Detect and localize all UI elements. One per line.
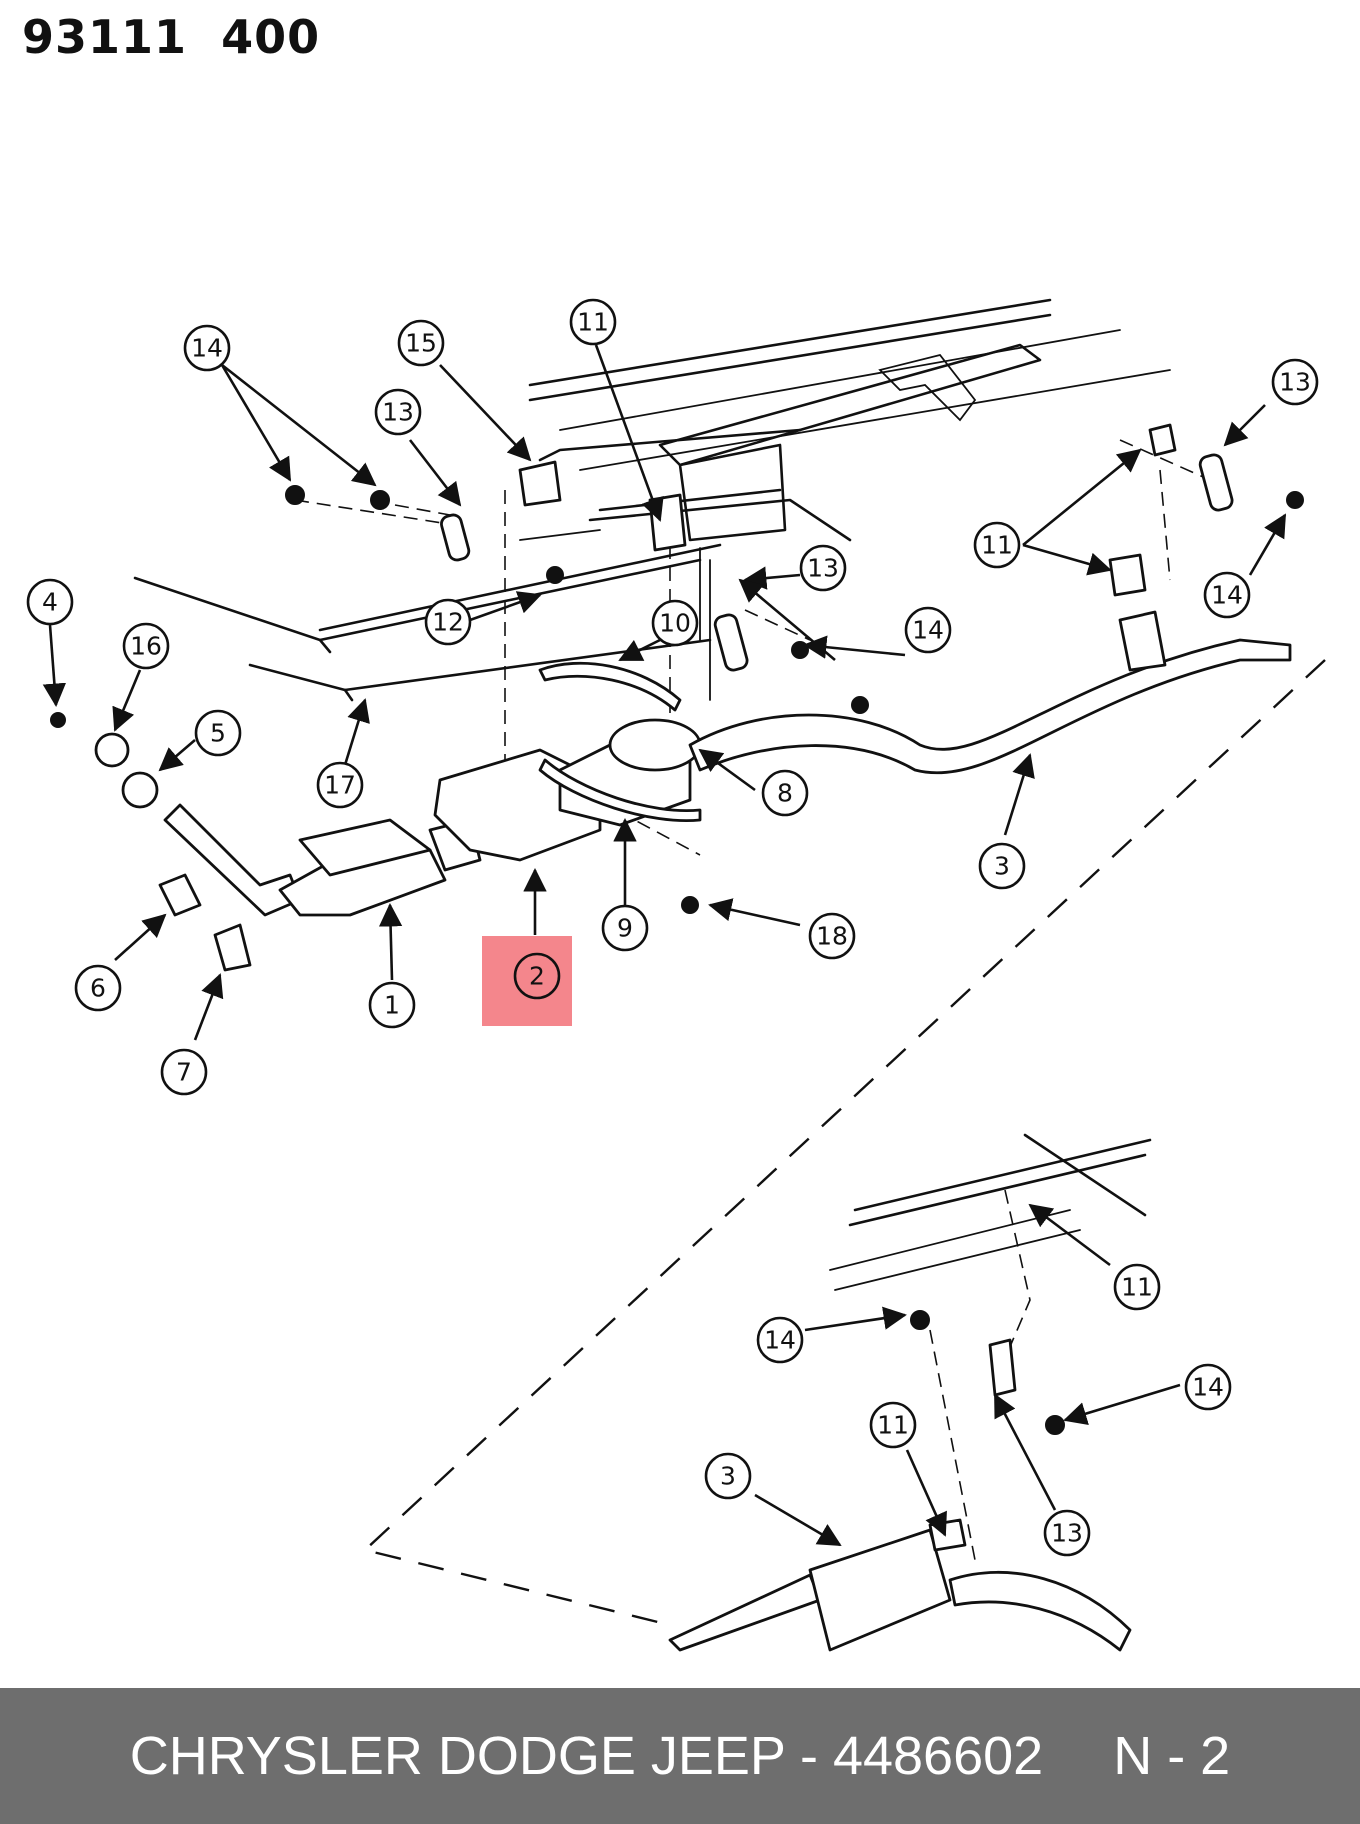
callout: 15 — [397, 319, 445, 367]
svg-text:6: 6 — [90, 974, 106, 1003]
page-code: N - 2 — [1113, 1726, 1231, 1786]
svg-text:11: 11 — [577, 308, 609, 337]
callout: 1 — [368, 981, 416, 1029]
svg-text:13: 13 — [1051, 1519, 1083, 1548]
callout: 13 — [1271, 358, 1319, 406]
svg-text:11: 11 — [877, 1411, 909, 1440]
svg-text:2: 2 — [529, 962, 545, 991]
callout: 6 — [74, 964, 122, 1012]
brand-part-number: CHRYSLER DODGE JEEP - 4486602 — [129, 1726, 1044, 1786]
callout: 14 — [1184, 1363, 1232, 1411]
svg-text:14: 14 — [1192, 1373, 1224, 1402]
svg-text:14: 14 — [1211, 581, 1243, 610]
svg-text:4: 4 — [42, 588, 58, 617]
callout: 14 — [756, 1316, 804, 1364]
svg-text:14: 14 — [764, 1326, 796, 1355]
callout: 9 — [601, 904, 649, 952]
callout: 5 — [194, 709, 242, 757]
callout: 16 — [122, 622, 170, 670]
svg-text:14: 14 — [191, 334, 223, 363]
svg-text:14: 14 — [912, 616, 944, 645]
lower-detail-assembly — [668, 1133, 1152, 1652]
callout-highlighted: 2 — [513, 952, 561, 1000]
callout: 10 — [651, 599, 699, 647]
svg-text:16: 16 — [130, 632, 162, 661]
svg-text:13: 13 — [382, 398, 414, 427]
callout: 13 — [374, 388, 422, 436]
exhaust-system-diagram: 14 15 13 11 13 11 14 4 16 12 10 13 14 5 … — [26, 298, 1326, 1652]
svg-text:15: 15 — [405, 329, 437, 358]
svg-text:11: 11 — [1121, 1273, 1153, 1302]
callout: 8 — [761, 769, 809, 817]
svg-text:9: 9 — [617, 914, 633, 943]
callout: 11 — [569, 298, 617, 346]
vehicle-frame — [133, 298, 1171, 702]
callout: 17 — [316, 761, 364, 809]
svg-text:13: 13 — [1279, 368, 1311, 397]
detail-boundary — [362, 659, 1326, 1627]
exhaust-assembly — [50, 423, 1304, 972]
callout: 3 — [704, 1452, 752, 1500]
reference-code: 93111 400 — [22, 10, 321, 64]
svg-text:5: 5 — [210, 719, 226, 748]
callout: 7 — [160, 1048, 208, 1096]
svg-text:12: 12 — [432, 608, 464, 637]
callout: 12 — [424, 598, 472, 646]
svg-text:3: 3 — [720, 1462, 736, 1491]
callout: 14 — [1203, 571, 1251, 619]
callout: 14 — [904, 606, 952, 654]
svg-text:17: 17 — [324, 771, 356, 800]
svg-text:1: 1 — [384, 991, 400, 1020]
callout: 4 — [26, 578, 74, 626]
callout: 14 — [183, 324, 231, 372]
callout: 13 — [799, 544, 847, 592]
footer-bar: CHRYSLER DODGE JEEP - 4486602 N - 2 — [0, 1688, 1360, 1824]
svg-text:3: 3 — [994, 852, 1010, 881]
callout: 18 — [808, 912, 856, 960]
callout: 3 — [978, 842, 1026, 890]
svg-text:8: 8 — [777, 779, 793, 808]
callout: 11 — [1113, 1263, 1161, 1311]
callout: 11 — [973, 521, 1021, 569]
callout: 11 — [869, 1401, 917, 1449]
svg-text:18: 18 — [816, 922, 848, 951]
svg-text:11: 11 — [981, 531, 1013, 560]
svg-text:10: 10 — [659, 609, 691, 638]
svg-text:13: 13 — [807, 554, 839, 583]
svg-text:7: 7 — [176, 1058, 192, 1087]
callout: 13 — [1043, 1509, 1091, 1557]
leader-arrows — [42, 344, 1287, 1547]
highlight-marker — [482, 936, 572, 1026]
